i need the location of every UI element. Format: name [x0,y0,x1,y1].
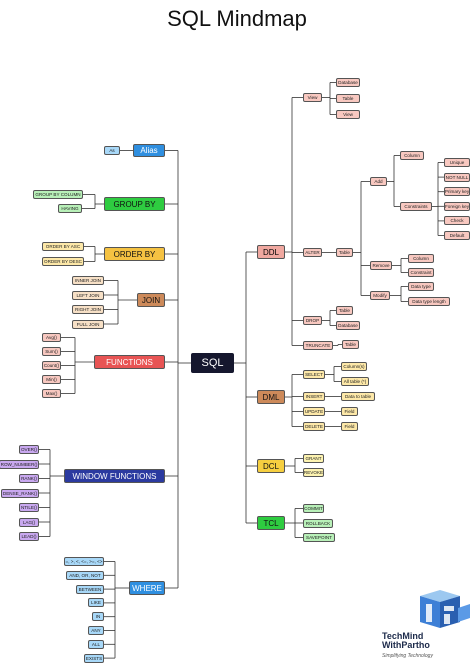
root-node-sql: SQL [191,353,234,373]
window-function-item: DENSE_RANK() [1,488,39,498]
view-item: Table [336,94,360,103]
alter-table-node: Table [336,248,353,257]
join-item: FULL JOIN [72,319,104,329]
order-by-item: ORDER BY ASC [42,242,84,251]
where-item: BETWEEN [76,584,104,594]
where-node: WHERE [129,581,165,595]
ddl-drop-node: DROP [303,316,322,325]
remove-item: Column [408,254,434,263]
alter-remove-node: Remove [370,261,392,270]
tcl-item: ROLLBACK [303,518,333,528]
logo-tagline: Simplifying Technology [382,653,433,659]
alter-add-node: Add [370,177,387,186]
function-item: Count() [42,361,61,370]
drop-item: Database [336,321,360,330]
ddl-truncate-node: TRUNCATE [303,341,333,350]
alias-item: As [104,146,120,155]
alter-modify-node: Modify [370,291,390,300]
join-node: JOIN [137,293,165,307]
window-function-item: LAG() [19,517,39,527]
order-by-node: ORDER BY [104,247,165,261]
group-by-item: HAVING [58,204,82,213]
add-column-node: Column [400,151,424,160]
remove-item: Constraint [408,268,434,277]
window-function-item: NTILE() [19,503,39,512]
where-item: ALL [88,639,104,649]
function-item: Min() [42,375,61,384]
group-by-item: GROUP BY COLUMN [33,190,83,199]
tcl-node: TCL [257,516,285,530]
where-item: EXISTS [84,653,104,663]
window-function-item: ROW_NUMBER() [0,459,39,469]
dml-delete-node: DELETE [303,422,325,431]
functions-node: FUNCTIONS [94,355,165,369]
window-function-item: LEAD() [19,532,39,541]
dml-select-node: SELECT [303,370,325,379]
constraint-item: NOT NULL [444,172,470,182]
tcl-item: COMMIT [303,504,324,513]
where-item: ANY [88,626,104,635]
constraint-item: Foreign key [444,201,470,211]
constraint-item: Primary key [444,187,470,197]
where-item: LIKE [88,598,104,608]
dcl-item: REVOKE [303,468,324,477]
where-item: AND, OR, NOT [66,570,104,580]
delete-item: Field [341,422,358,431]
join-item: INNER JOIN [72,276,104,285]
select-item: Column(s) [341,362,367,371]
dml-insert-node: INSERT [303,392,325,401]
truncate-item: Table [342,340,359,349]
dcl-node: DCL [257,459,285,473]
join-item: RIGHT JOIN [72,305,104,314]
drop-item: Table [336,306,353,315]
constraint-item: Check [444,216,470,226]
window-function-item: OVER() [19,445,39,454]
function-item: Avg() [42,333,61,342]
where-item: =, >, <, <=, >=, <> [64,557,104,566]
insert-item: Data to table [341,392,375,401]
constraint-item: Unique [444,158,470,167]
constraint-item: Default [444,231,470,240]
function-item: Sum() [42,347,61,356]
page-title: SQL Mindmap [167,6,307,31]
alias-node: Alias [133,144,165,157]
ddl-view-node: View [303,93,322,102]
function-item: Max() [42,389,61,398]
group-by-node: GROUP BY [104,197,165,211]
view-item: View [336,110,360,119]
select-item: All table (*) [341,377,369,386]
dml-update-node: UPDATE [303,407,325,416]
view-item: Database [336,78,360,87]
dml-node: DML [257,390,285,404]
techmind-logo-icon [420,590,470,628]
modify-item: Data type [408,282,434,291]
add-constraints-node: Constraints [400,202,432,211]
update-item: Field [341,407,358,416]
ddl-alter-node: ALTER [303,248,322,257]
modify-item: Data type length [408,297,450,306]
window-functions-node: WINDOW FUNCTIONS [64,469,165,483]
order-by-item: ORDER BY DESC [42,257,84,266]
tcl-item: SAVEPOINT [303,533,335,542]
window-function-item: RANK() [19,474,39,483]
dcl-item: GRANT [303,454,324,463]
where-item: IN [92,612,104,622]
join-item: LEFT JOIN [72,290,104,300]
ddl-node: DDL [257,245,285,259]
